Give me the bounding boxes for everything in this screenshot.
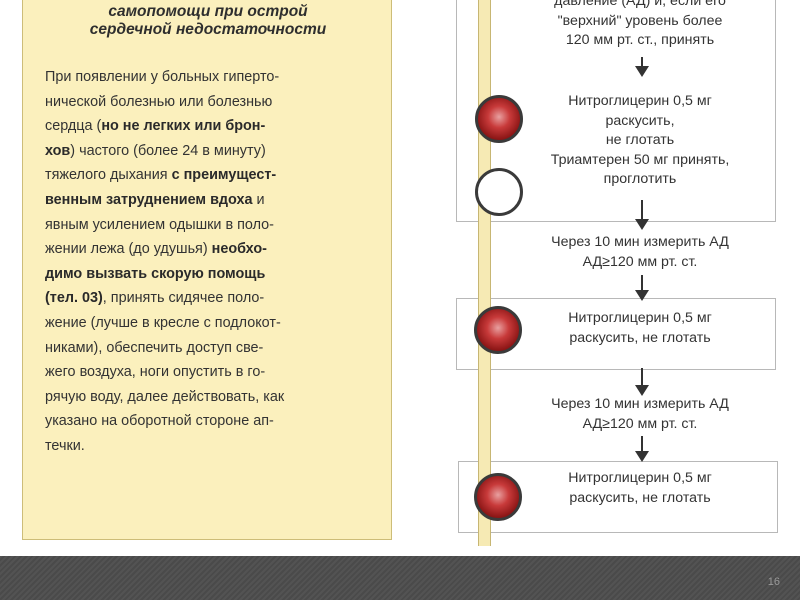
body-line: тяжелого дыхания с преимущест- — [45, 163, 375, 188]
text: , принять сидячее поло- — [102, 290, 265, 307]
flow-text-line: Нитроглицерин 0,5 мг — [568, 470, 712, 486]
body-line: При появлении у больных гиперто- — [45, 65, 375, 90]
page-number: 16 — [767, 576, 780, 588]
text: рячую воду, далее действовать, как — [45, 388, 285, 405]
red-marker-icon — [475, 95, 523, 143]
arrow-down-icon — [635, 368, 649, 396]
text: жего воздуха, ноги опустить в го- — [45, 364, 266, 381]
text: течки. — [45, 437, 85, 454]
body-line: явным усилением одышки в поло- — [45, 213, 375, 238]
text: ) частого (более 24 в минуту) — [70, 142, 266, 159]
body-line: жего воздуха, ноги опустить в го- — [45, 360, 375, 385]
text: никами), обеспечить доступ све- — [45, 339, 264, 356]
arrow-down-icon — [635, 275, 649, 301]
text: явным усилением одышки в поло- — [45, 216, 274, 233]
flow-text-line: АД≥120 мм рт. ст. — [582, 415, 698, 432]
flow-text-line: Триамтерен 50 мг принять, — [550, 151, 730, 168]
bold-text: необхо- — [211, 241, 267, 258]
flow-connector-bar — [478, 0, 491, 546]
body-line: сердца (но не легких или брон- — [45, 114, 375, 139]
bold-text: димо вызвать скорую помощь — [45, 265, 266, 282]
bold-text: но не легких или брон- — [101, 118, 266, 135]
flow-step-recheck-2: Через 10 мин измерить АД АД≥120 мм рт. с… — [500, 395, 780, 434]
body-line: жение (лучше в кресле с подлокот- — [45, 311, 375, 336]
body-line: никами), обеспечить доступ све- — [45, 336, 375, 361]
flow-text-line: давление (АД) и, если его — [554, 0, 726, 9]
body-line: указано на оборотной стороне ап- — [45, 409, 375, 434]
flow-text-line: раскусить, — [605, 112, 675, 129]
text: жение (лучше в кресле с подлокот- — [45, 314, 281, 331]
flow-step-medication-3: Нитроглицерин 0,5 мг раскусить, не глота… — [500, 469, 780, 508]
body-line: течки. — [45, 434, 375, 459]
flow-text-line: раскусить, не глотать — [569, 329, 711, 346]
bold-text: (тел. 03) — [45, 290, 103, 307]
flow-text-line: не глотать — [605, 132, 675, 149]
flow-text-line: Нитроглицерин 0,5 мг — [568, 310, 712, 326]
slide-footer-bar: 16 — [0, 556, 800, 600]
empty-circle-icon — [475, 168, 523, 216]
body-line: жении лежа (до удушья) необхо- — [45, 237, 375, 262]
flow-text-line: Нитроглицерин 0,5 мг — [568, 93, 712, 109]
flow-step-measure-pressure: давление (АД) и, если его "верхний" уров… — [500, 0, 780, 51]
flow-text-line: Через 10 мин измерить АД — [551, 396, 729, 412]
flow-step-recheck-1: Через 10 мин измерить АД АД≥120 мм рт. с… — [500, 233, 780, 272]
flow-step-medication-2: Нитроглицерин 0,5 мг раскусить, не глота… — [500, 309, 780, 348]
body-line: димо вызвать скорую помощь — [45, 262, 375, 287]
flow-text-line: 120 мм рт. ст., принять — [565, 32, 715, 49]
flow-text-line: АД≥120 мм рт. ст. — [582, 253, 698, 270]
bold-text: венным затруднением вдоха — [45, 191, 253, 208]
red-marker-icon — [474, 473, 522, 521]
flow-text-line: проглотить — [603, 171, 677, 188]
flow-text-line: "верхний" уровень более — [557, 12, 723, 29]
text: жении лежа (до удушья) — [45, 241, 212, 258]
text: указано на оборотной стороне ап- — [45, 413, 274, 430]
flow-text-line: раскусить, не глотать — [569, 489, 711, 506]
slide: самопомощи при острой сердечной недостат… — [22, 0, 780, 546]
body-line: хов) частого (более 24 в минуту) — [45, 139, 375, 164]
flow-text-line: Через 10 мин измерить АД — [551, 234, 729, 250]
text: сердца ( — [45, 118, 102, 135]
flow-step-medication-1: Нитроглицерин 0,5 мг раскусить, не глота… — [500, 92, 780, 190]
text: При появлении у больных гиперто- — [45, 69, 280, 85]
body-line: рячую воду, далее действовать, как — [45, 385, 375, 410]
instruction-panel: самопомощи при острой сердечной недостат… — [22, 0, 392, 540]
bold-text: с преимущест- — [171, 167, 277, 184]
arrow-down-icon — [635, 436, 649, 462]
arrow-down-icon — [635, 200, 649, 230]
panel-body-text: При появлении у больных гиперто- ническо… — [45, 65, 375, 459]
body-line: венным затруднением вдоха и — [45, 188, 375, 213]
arrow-down-icon — [635, 57, 649, 77]
body-line: (тел. 03), принять сидячее поло- — [45, 286, 375, 311]
red-marker-icon — [474, 306, 522, 354]
bold-text: хов — [45, 142, 71, 159]
text: и — [252, 191, 265, 208]
panel-title-line-2: самопомощи при острой — [108, 3, 308, 20]
panel-title-line-3: сердечной недостаточности — [89, 21, 327, 38]
text: тяжелого дыхания — [45, 167, 172, 184]
body-line: нической болезнью или болезнью — [45, 90, 375, 115]
text: нической болезнью или болезнью — [45, 93, 273, 110]
